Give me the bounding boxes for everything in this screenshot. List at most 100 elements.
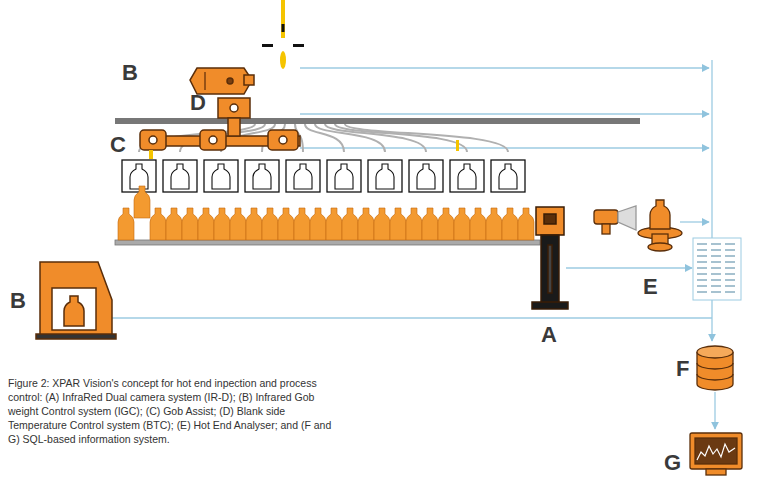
blank-mold [253,164,271,189]
bottle [470,208,486,240]
gob-camera [244,75,254,85]
gob-weight-cabinet [64,296,84,326]
bottle [118,186,534,240]
temperature-sensor [228,118,240,136]
data-text-marks [725,243,735,245]
data-text-marks [725,255,735,257]
monitor [706,469,726,475]
database [697,363,733,369]
bottle [502,208,518,240]
callout-letter: D [190,90,206,116]
data-text-marks [711,291,721,293]
temperature-sensor [218,98,250,136]
data-text-marks [697,273,707,275]
gob-assist [140,130,459,159]
gob-assist [140,130,166,150]
data-text-marks [711,285,721,287]
monitor [697,444,735,460]
callout-letter: B [122,60,138,86]
gob-stream [262,44,273,47]
delivery-pipe [139,124,508,152]
monitor [690,433,742,475]
gob-assist [149,150,153,159]
temperature-sensor [218,98,250,118]
database [697,346,733,358]
hot-end-analyser [618,206,636,230]
gob-assist [200,130,226,150]
bottle [118,208,134,240]
bottle [214,208,230,240]
dual-camera-tower [544,214,556,224]
signal-line [300,113,709,114]
data-text-marks [697,249,707,251]
data-text-marks [711,261,721,263]
bottle [406,208,422,240]
data-text-marks [697,291,707,293]
blank-mold [417,164,435,189]
signal-line [112,317,712,318]
gob-distributor-bar [115,118,640,124]
blank-mold [122,160,525,192]
data-text-marks [697,255,707,257]
callout-letter: G [664,450,681,476]
signal-line [711,300,712,341]
signal-line [714,392,715,429]
hot-end-analyser [648,243,672,251]
data-text-marks [697,267,707,269]
callout-letter: E [643,274,658,300]
bottle [278,208,294,240]
blank-mold [171,164,189,189]
blank-mold [409,160,443,192]
signal-line [112,60,715,429]
dual-camera-tower [548,245,552,293]
hot-end-analyser [602,224,610,234]
bottle [246,208,262,240]
data-text-marks [711,279,721,281]
delivery-pipe [345,124,508,152]
bottle [358,208,374,240]
bottle [390,208,406,240]
gob-assist [209,136,217,144]
blank-mold [450,160,484,192]
signal-line [711,60,712,238]
data-text-marks [711,273,721,275]
gob-stream [293,44,304,47]
blank-mold [212,164,230,189]
figure-caption: Figure 2: XPAR Vision's concept for hot … [8,376,336,446]
blank-mold [294,164,312,189]
blank-mold [376,164,394,189]
bottle [150,208,166,240]
gob-weight-cabinet [40,262,112,336]
blank-mold [130,164,148,189]
hot-end-analyser [650,200,670,229]
bottle [326,208,342,240]
blank-mold [368,160,402,192]
bottle [262,208,278,240]
database [697,346,733,390]
gob-camera [204,72,206,90]
gob-weight-cabinet [52,288,96,330]
gob-weight-cabinet [36,334,116,339]
data-text-marks [725,273,735,275]
data-text-marks [725,261,735,263]
blank-mold [163,160,197,192]
monitor [690,433,742,469]
data-text-marks [711,267,721,269]
blank-mold [327,160,361,192]
bottle [166,208,182,240]
data-text-marks [697,243,707,245]
database [697,374,733,380]
gob-stream [282,24,285,32]
data-text-marks [725,249,735,251]
data-text-marks [697,285,707,287]
blank-mold [286,160,320,192]
dual-camera-tower [536,207,564,235]
bottle [342,208,358,240]
gob-assist [149,136,157,144]
blank-mold [245,160,279,192]
callout-letter: B [10,288,26,314]
blank-mold [499,164,517,189]
blank-mold [491,160,525,192]
signal-line [300,67,709,68]
